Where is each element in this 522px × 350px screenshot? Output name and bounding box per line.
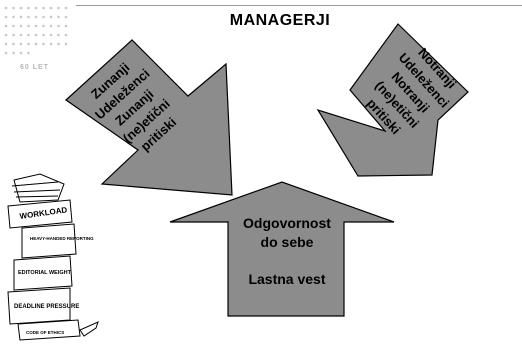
book-workload: [7, 199, 73, 229]
cartoon-label-editorial: EDITORIAL WEIGHT: [18, 270, 72, 276]
book-editorial: [13, 255, 73, 291]
right-arrow: [316, 23, 469, 177]
left-arrow: [65, 39, 233, 196]
logo-dots: [4, 6, 68, 55]
up-arrow-label: Odgovornost do sebe Lastna vest: [238, 214, 336, 289]
book-ethics: [17, 319, 81, 341]
up-label-line-2: do sebe: [260, 234, 314, 250]
book-stack-cartoon: WORKLOAD HEAVY-HANDED REPORTING EDITORIA…: [7, 173, 99, 341]
up-label-line-3: Lastna vest: [248, 271, 326, 287]
top-rule: [76, 5, 522, 6]
cartoon-label-ethics: CODE OF ETHICS: [26, 330, 64, 335]
pencil: [79, 321, 99, 337]
logo-text: 60 LET: [20, 64, 49, 71]
papers-pile: [13, 173, 65, 203]
cartoon-label-deadline: DEADLINE PRESSURE: [14, 304, 79, 310]
book-reporting: [21, 223, 77, 259]
up-arrow: [169, 181, 395, 317]
up-label-line-1: Odgovornost: [243, 215, 331, 231]
book-deadline: [7, 287, 71, 325]
cartoon-label-reporting: HEAVY-HANDED REPORTING: [30, 236, 94, 241]
diagram-title: MANAGERJI: [229, 12, 331, 29]
